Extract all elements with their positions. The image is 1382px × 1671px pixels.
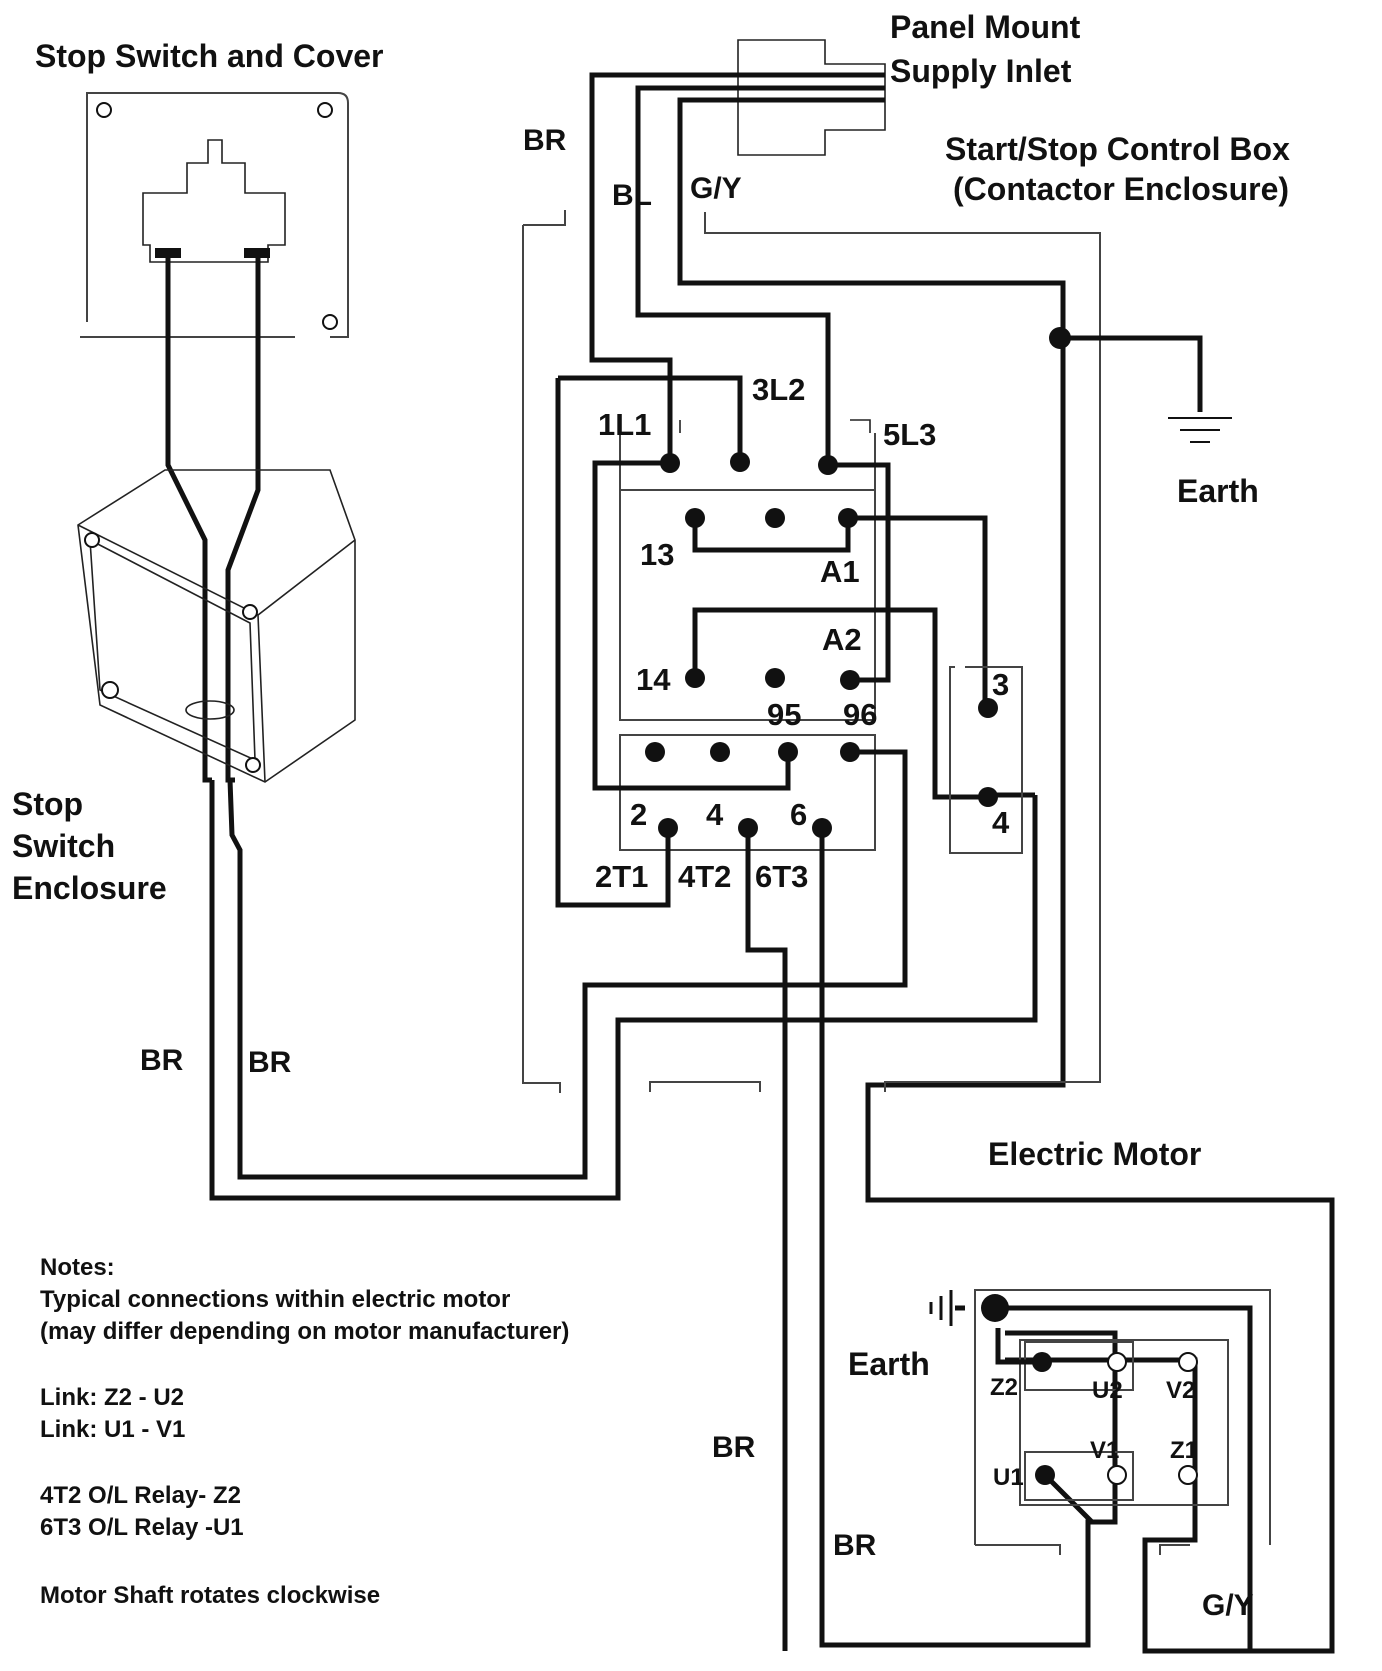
note-line-2: (may differ depending on motor manufactu… [40,1318,569,1345]
terminal-out-6: 6 [790,797,807,832]
motor-terminal-u1: U1 [993,1464,1024,1491]
note-line-5: Link: U1 - V1 [40,1416,185,1443]
terminal-out-2: 2 [630,797,647,832]
wire-gy-supply [677,97,1335,1654]
wire-br-stop-1 [209,780,1038,1201]
terminal-a2: A2 [822,622,862,657]
note-line-8: 6T3 O/L Relay -U1 [40,1514,244,1541]
contactor [555,375,988,908]
wire-gy-motor [995,1305,1253,1651]
notes-block: Notes: Typical connections within electr… [40,1254,569,1609]
wire-5l3-96 [828,462,891,683]
switch-wire-left [165,258,212,783]
note-line-7: 4T2 O/L Relay- Z2 [40,1482,241,1509]
motor-terminal-z1: Z1 [1170,1437,1198,1464]
stop-switch-cover-label: Stop Switch and Cover [35,38,383,74]
wire-label-br-top: BR [523,124,567,157]
terminal-4t2: 4T2 [678,859,731,894]
stop-switch-enclosure-label-3: Enclosure [12,870,167,906]
terminal-95: 95 [767,697,801,732]
earth-symbol-top [1049,327,1232,443]
wire-14-s4 [692,607,988,800]
terminal-2t1: 2T1 [595,859,648,894]
terminal-dots [645,452,998,838]
note-line-1: Typical connections within electric moto… [40,1286,510,1313]
wire-label-gy-bottom: G/Y [1202,1589,1254,1622]
terminal-5l3: 5L3 [883,417,936,452]
stop-switch-enclosure [77,469,356,783]
wire-label-br-bottom: BR [833,1529,877,1562]
wire-2t1-loop [555,378,671,908]
wire-1l1 [592,380,791,791]
wire-label-br-left-2: BR [248,1046,292,1079]
electric-motor-label: Electric Motor [988,1136,1201,1172]
motor-terminal-v1: V1 [1090,1437,1119,1464]
stop-switch-cover [80,92,349,338]
wire-bl-supply [635,85,885,465]
supply-inlet-label-1: Panel Mount [890,9,1081,45]
supply-inlet-label-2: Supply Inlet [890,53,1072,89]
terminal-3l2: 3L2 [752,372,805,407]
terminal-a1: A1 [820,554,860,589]
terminal-13: 13 [640,537,674,572]
aux-terminal-4: 4 [992,805,1010,840]
motor-terminal-u2: U2 [1092,1377,1123,1404]
control-box-label-2: (Contactor Enclosure) [953,171,1289,207]
wire-label-gy-top: G/Y [690,172,742,205]
wire-br-supply [589,72,885,380]
aux-terminal-3: 3 [992,667,1009,702]
wire-a1-s3 [848,515,988,708]
motor-terminal-z2: Z2 [990,1374,1018,1401]
aux-switch-box [949,666,1023,854]
wire-6t3-motor [819,828,1118,1648]
terminal-96: 96 [843,697,877,732]
wire-4t2-motor [745,828,788,1651]
terminal-1l1: 1L1 [598,407,651,442]
stop-switch-enclosure-label-2: Switch [12,828,115,864]
earth-top-label: Earth [1177,473,1259,509]
note-line-4: Link: Z2 - U2 [40,1384,184,1411]
wire-label-br-left-1: BR [140,1044,184,1077]
note-line-0: Notes: [40,1254,115,1281]
stop-switch-enclosure-label-1: Stop [12,786,83,822]
earth-motor-label: Earth [848,1346,930,1382]
terminal-6t3: 6T3 [755,859,808,894]
control-box-label-1: Start/Stop Control Box [945,131,1290,167]
stop-switch-body [142,139,286,263]
wire-label-bl-top: BL [612,179,652,212]
wire-13-a1 [692,518,851,553]
note-line-10: Motor Shaft rotates clockwise [40,1582,380,1609]
wire-label-br-mid: BR [712,1431,756,1464]
control-box-outline [522,210,1101,1093]
motor-terminal-box [929,1289,1271,1651]
motor-terminal-v2: V2 [1166,1377,1195,1404]
supply-inlet [737,39,886,156]
wire-z2 [995,1328,1040,1365]
terminal-out-4: 4 [706,797,724,832]
wire-3l2 [558,375,743,462]
terminal-14: 14 [636,662,671,697]
wire-br-stop-2 [227,749,908,1180]
